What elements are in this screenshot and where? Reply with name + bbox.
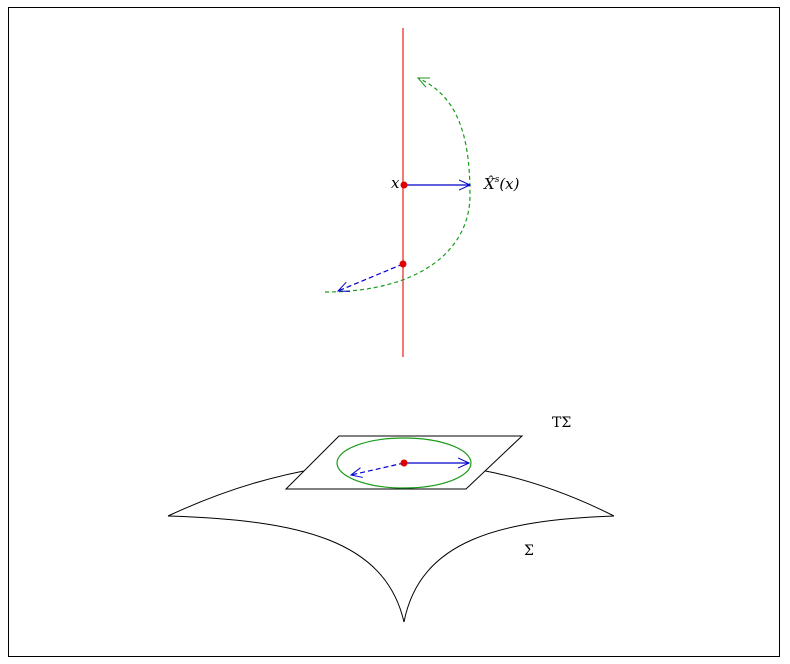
tangent-circle	[336, 437, 472, 489]
tangent-bundle-label: TΣ	[552, 415, 571, 431]
surface-left-edge	[167, 515, 405, 623]
surface-right-edge	[403, 515, 615, 623]
point-x-label: x	[391, 174, 400, 192]
point-x	[400, 181, 408, 189]
vector-field-symbol: X̂	[483, 175, 496, 193]
vector-field-argument: (x)	[499, 175, 519, 193]
flowed-vector-arrow	[338, 263, 404, 291]
flow-curve	[324, 77, 471, 293]
tangent-flowed-vector-arrow	[351, 462, 405, 475]
tangent-point	[400, 459, 408, 467]
lower-figure: TΣ Σ	[167, 415, 615, 623]
surface-label: Σ	[524, 543, 534, 559]
vector-field-label: X̂s(x)	[483, 175, 520, 193]
figure-frame	[8, 7, 780, 657]
flowed-point	[399, 260, 407, 268]
vector-field-superscript: s	[495, 175, 500, 185]
upper-figure: x X̂s(x)	[324, 28, 520, 357]
